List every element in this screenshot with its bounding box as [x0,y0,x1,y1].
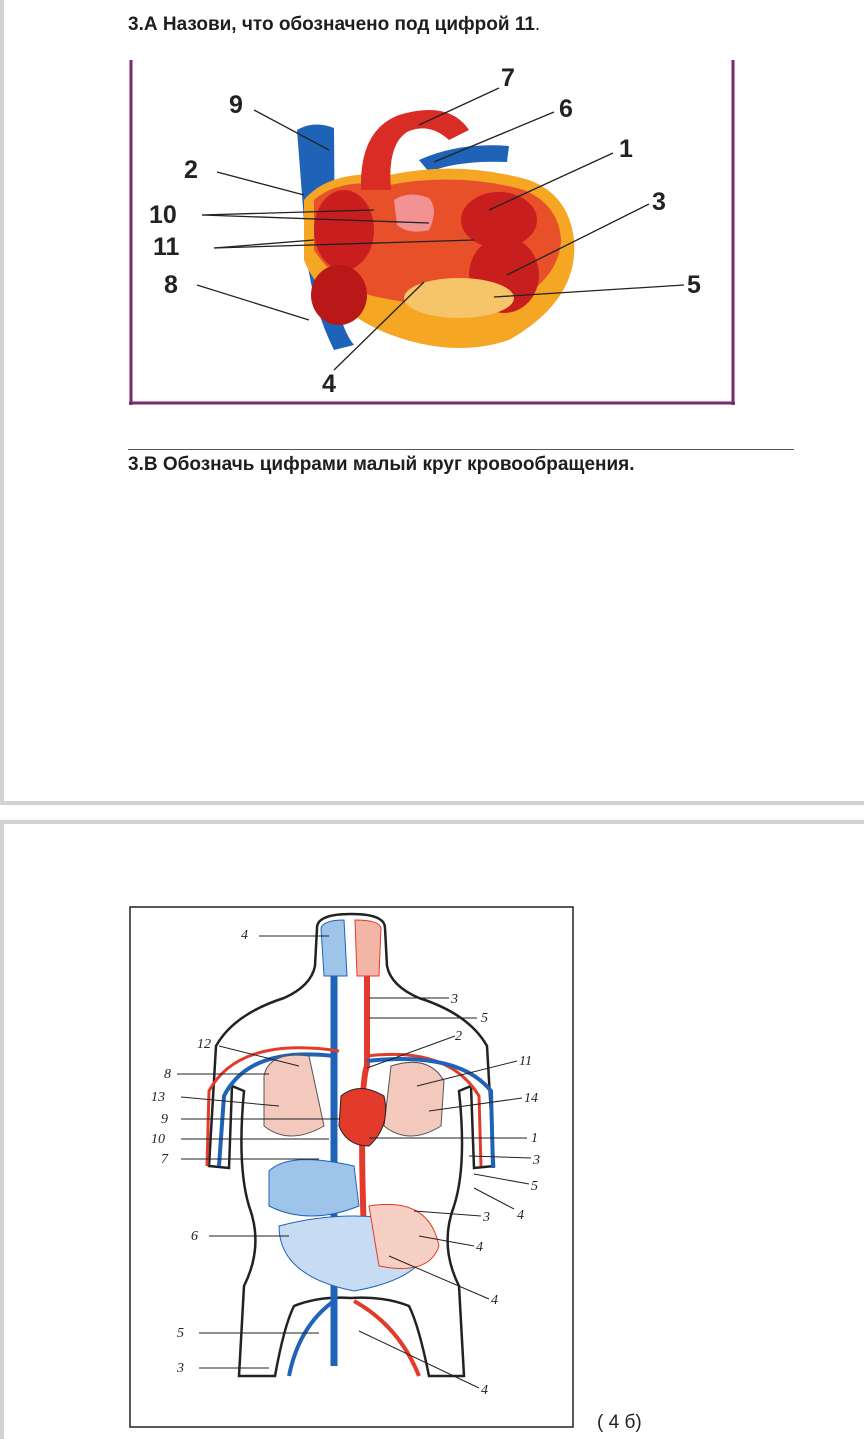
body-label: 3 [176,1361,184,1376]
body-label: 3 [482,1210,490,1225]
body-label: 4 [476,1240,483,1255]
circulatory-system-diagram: 4 3 5 12 2 8 11 13 14 9 1 10 7 3 5 4 3 6… [129,906,574,1428]
body-label: 12 [197,1037,211,1052]
heart-label: 7 [501,64,515,92]
body-label: 10 [151,1132,165,1147]
body-label: 5 [177,1326,184,1341]
heart-label: 5 [687,271,701,299]
heart-label: 6 [559,95,573,123]
heart-label: 8 [164,271,178,299]
body-label: 9 [161,1112,168,1127]
heart-label: 11 [153,233,180,261]
heart-label: 2 [184,156,198,184]
body-label: 2 [455,1029,462,1044]
heart-label: 9 [229,91,243,119]
heart-diagram: 9 7 6 2 1 10 3 11 8 5 4 [129,60,735,405]
body-label: 5 [481,1011,488,1026]
body-label: 3 [532,1153,540,1168]
body-label: 11 [519,1054,532,1069]
body-label: 8 [164,1067,171,1082]
body-label: 5 [531,1179,538,1194]
body-label: 4 [241,928,248,943]
body-label: 6 [191,1229,198,1244]
body-label: 4 [517,1208,524,1223]
body-label: 4 [481,1383,488,1398]
body-label: 7 [161,1152,169,1167]
body-outline [207,912,496,1378]
body-label: 1 [531,1131,538,1146]
heart-label: 10 [149,201,177,229]
body-label: 4 [491,1293,498,1308]
question-3a: 3.А Назови, что обозначено под цифрой 11… [128,14,541,35]
body-label: 14 [524,1091,538,1106]
heart-label: 3 [652,188,666,216]
heart-label: 1 [619,135,633,163]
body-label: 13 [151,1090,165,1105]
points-value: ( 4 б) [597,1412,642,1433]
divider-line [128,449,794,450]
question-3b: 3.В Обозначь цифрами малый круг кровообр… [128,454,635,475]
heart-label: 4 [322,370,336,398]
body-label: 3 [450,992,458,1007]
